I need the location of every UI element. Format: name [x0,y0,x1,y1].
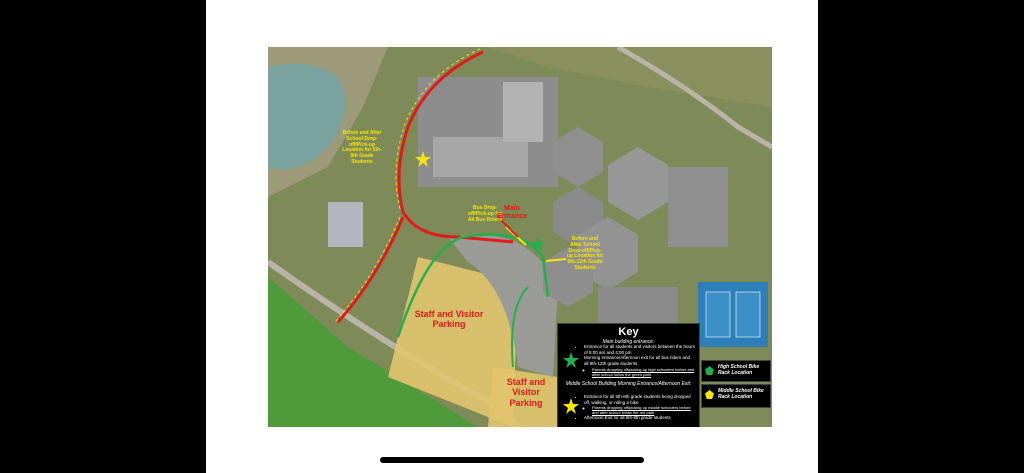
key-ms-item: Entrance for all 5th-8th grade students … [584,394,695,405]
key-main-section: Entrance for all students and visitors b… [562,344,695,377]
key-ms-item: Afternoon Exit for all 5th-8th grade stu… [584,415,695,421]
bus-drop-off-label: Bus Drop-off/Pick-up for All Bus Riders [467,205,503,223]
parking-label-2: Staff and Visitor Parking [506,377,546,408]
key-ms-heading: Middle School Building Morning Entrance/… [565,381,692,387]
key-main-item: Entrance for all students and visitors b… [584,344,695,355]
ms-bike-label: Middle School Bike Rack Location [718,388,764,400]
yellow-star-icon [563,398,579,414]
key-title: Key [618,326,639,338]
map-graphic [268,47,772,427]
campus-map: Before and After School Drop-off/Pick-up… [268,47,772,427]
parking-label-1: Staff and Visitor Parking [414,309,484,330]
green-star-icon [563,352,579,368]
key-ms-subitem: Parents dropping off/picking up middle s… [592,405,695,415]
home-indicator[interactable] [380,457,644,463]
key-main-subitem: Parents dropping off/picking up high sch… [592,367,695,377]
ms-drop-off-label: Before and After School Drop-off/Pick-up… [342,130,382,165]
key-ms-section: Entrance for all 5th-8th grade students … [562,394,695,421]
ms-bike-legend: Middle School Bike Rack Location [701,384,771,408]
hs-bike-label: High School Bike Rack Location [718,364,760,376]
yellow-pentagon-icon [705,390,714,399]
key-main-item: Morning entrance/Afternoon exit for all … [584,355,695,366]
hs-drop-off-label: Before and After School Drop-off/Pick-up… [566,236,604,271]
key-main-heading: Main building entrance: [602,339,655,345]
green-pentagon-icon [705,366,714,375]
main-entrance-label: Main Entrance [497,205,527,221]
hs-bike-legend: High School Bike Rack Location [701,360,771,382]
map-key: Key Main building entrance: Entrance for… [557,323,700,427]
